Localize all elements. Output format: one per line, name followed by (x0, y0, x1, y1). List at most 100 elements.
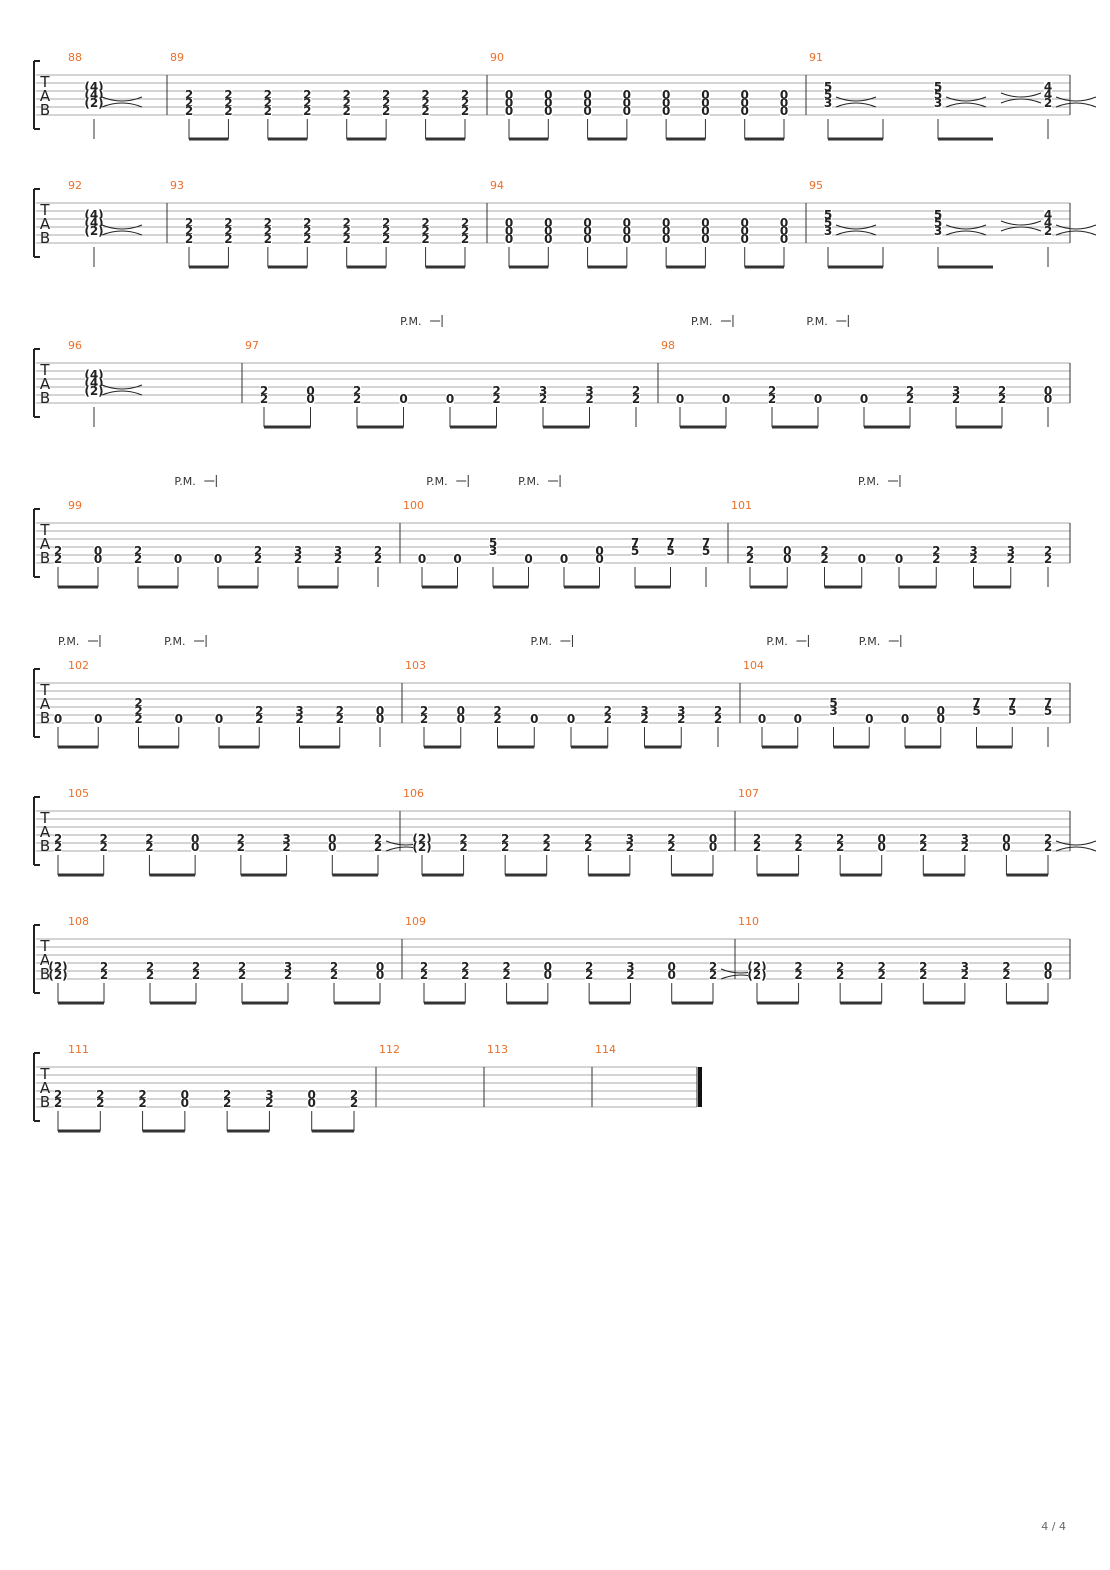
fret-number: 0 (94, 544, 102, 558)
fret-number: 2 (421, 104, 429, 118)
fret-number: 2 (264, 88, 272, 102)
fret-number: 0 (505, 104, 513, 118)
fret-bg (626, 962, 635, 972)
fret-number: 2 (336, 712, 344, 726)
bracket-ends (34, 668, 40, 738)
fret-number: 0 (376, 968, 384, 982)
fret-bg (413, 834, 431, 844)
tie-arc (945, 224, 987, 230)
fret-number: 0 (662, 96, 670, 110)
fret-bg (265, 1090, 274, 1100)
fret-bg (307, 1098, 316, 1108)
fret-bg (952, 394, 960, 404)
fret-bg (820, 554, 829, 564)
fret-number: 2 (836, 840, 844, 854)
fret-number: 3 (961, 832, 969, 846)
fret-number: 3 (824, 224, 832, 238)
fret-number: 0 (780, 104, 788, 118)
fret-number: 2 (998, 392, 1006, 406)
fret-bg (493, 706, 502, 716)
fret-number: 2 (254, 552, 262, 566)
fret-bg (560, 554, 568, 564)
fret-bg (603, 714, 612, 724)
fret-number: 0 (191, 832, 199, 846)
fret-number: 2 (501, 840, 509, 854)
fret-bg (461, 234, 469, 244)
fret-number: 0 (623, 224, 631, 238)
fret-number: 2 (264, 224, 272, 238)
fret-number: 0 (446, 392, 454, 406)
fret-bg (768, 386, 776, 396)
fret-bg (303, 106, 312, 116)
measure-number: 96 (68, 339, 82, 352)
fret-number: 2 (492, 392, 500, 406)
fret-bg (306, 386, 315, 396)
fret-number: 2 (238, 968, 246, 982)
fret-bg (185, 98, 193, 108)
tie-arc (1055, 846, 1097, 852)
fret-bg (998, 394, 1006, 404)
fret-number: 0 (623, 232, 631, 246)
tab-clef-letter: T (39, 809, 50, 827)
fret-number: 2 (350, 1096, 358, 1110)
fret-number: 0 (595, 552, 603, 566)
fret-bg (306, 394, 315, 404)
fret-number: 0 (544, 960, 552, 974)
tie-arc (101, 384, 143, 390)
fret-number: 2 (343, 88, 351, 102)
fret-bg (54, 1090, 62, 1100)
fret-bg (972, 698, 981, 708)
fret-number: 2 (264, 104, 272, 118)
fret-bg (350, 1098, 358, 1108)
fret-bg (303, 90, 312, 100)
tab-clef-letter: B (40, 389, 50, 407)
fret-number: 2 (224, 224, 232, 238)
fret-bg (421, 234, 430, 244)
fret-bg (793, 714, 802, 724)
fret-number: 2 (343, 232, 351, 246)
bracket-ends (34, 1052, 40, 1122)
fret-bg (677, 706, 686, 716)
fret-bg (901, 714, 909, 724)
fret-bg (836, 834, 845, 844)
fret-number: 2 (584, 840, 592, 854)
fret-bg (666, 538, 675, 548)
fret-number: 3 (640, 704, 648, 718)
fret-number: 2 (932, 544, 940, 558)
fret-bg (502, 962, 511, 972)
fret-bg (134, 706, 143, 716)
fret-bg (180, 1090, 189, 1100)
fret-bg (625, 834, 634, 844)
fret-bg (701, 90, 710, 100)
fret-bg (330, 962, 338, 972)
fret-number: 0 (780, 232, 788, 246)
fret-number: 2 (54, 1088, 62, 1102)
fret-bg (49, 962, 67, 972)
fret-bg (1002, 970, 1011, 980)
fret-bg (224, 106, 233, 116)
fret-bg (328, 834, 337, 844)
fret-number: 2 (746, 544, 754, 558)
fret-number: 0 (376, 704, 384, 718)
fret-bg (307, 1090, 316, 1100)
fret-bg (421, 98, 430, 108)
fret-number: 2 (502, 968, 510, 982)
tie-arc (945, 102, 987, 108)
fret-bg (185, 234, 193, 244)
tie-arc (1055, 230, 1097, 236)
tab-clef-letter: B (40, 837, 50, 855)
fret-number: 5 (489, 536, 497, 550)
fret-bg (254, 546, 262, 556)
palm-mute-label: P.M. (530, 635, 551, 648)
fret-number: 0 (741, 224, 749, 238)
fret-number: 2 (145, 832, 153, 846)
fret-number: 2 (626, 840, 634, 854)
fret-number: 2 (420, 968, 428, 982)
fret-number: 2 (709, 968, 717, 982)
fret-number: 2 (836, 968, 844, 982)
fret-bg (824, 98, 832, 108)
